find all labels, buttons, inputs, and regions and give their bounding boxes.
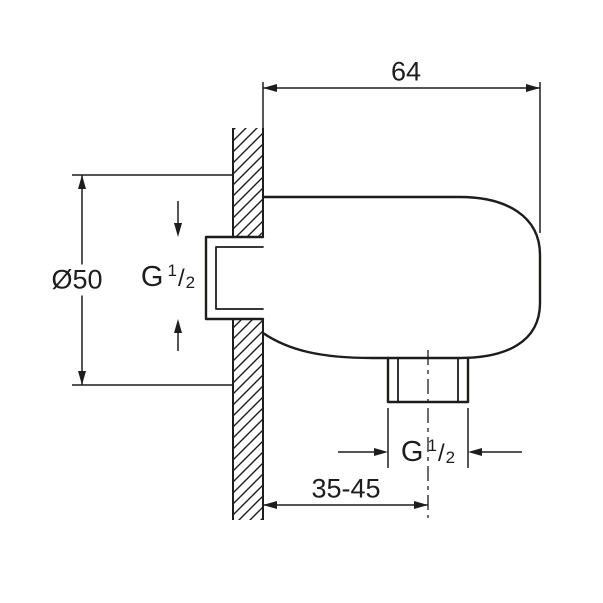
body-outline: [261, 195, 542, 360]
dimension-width-64: [262, 82, 541, 233]
arrowhead-up: [174, 319, 182, 333]
arrowhead-left-pointing: [468, 448, 482, 456]
thread-inlet-denominator: 2: [185, 273, 196, 292]
inlet-connector-outline: [204, 235, 265, 321]
thread-outlet-symbol: G: [400, 436, 424, 468]
thread-outlet-slash: /: [437, 440, 445, 467]
thread-outlet-numerator: 1: [427, 436, 437, 455]
thread-callout-inlet: [174, 201, 182, 351]
arrowhead-bottom: [78, 371, 86, 385]
arrowhead-left: [263, 501, 277, 509]
arrowhead-top: [78, 175, 86, 189]
thread-inlet-symbol: G: [140, 261, 164, 293]
thread-outlet-denominator: 2: [445, 448, 456, 467]
outlet-chamfer-lines: [397, 357, 459, 403]
dimension-label-depth: 35-45: [311, 473, 381, 504]
thread-inlet-numerator: 1: [167, 261, 177, 280]
arrowhead-left: [263, 84, 277, 92]
wall-section: [232, 128, 264, 520]
arrowhead-right: [414, 501, 428, 509]
thread-callout-outlet: [338, 408, 522, 468]
product-outline: [204, 195, 542, 404]
dimension-label-width: 64: [390, 56, 422, 87]
wall-hatch-lower: [233, 319, 263, 520]
wall-hatch-upper: [233, 128, 263, 237]
arrowhead-right: [526, 84, 540, 92]
arrowhead-right-pointing: [374, 448, 388, 456]
inlet-connector-inner: [215, 246, 264, 310]
dimension-depth-35-45: [263, 501, 428, 509]
arrowhead-down: [174, 223, 182, 237]
dimension-label-diameter: Ø50: [46, 264, 108, 296]
dimension-diameter-50: [72, 174, 233, 386]
thread-inlet-slash: /: [177, 265, 185, 292]
